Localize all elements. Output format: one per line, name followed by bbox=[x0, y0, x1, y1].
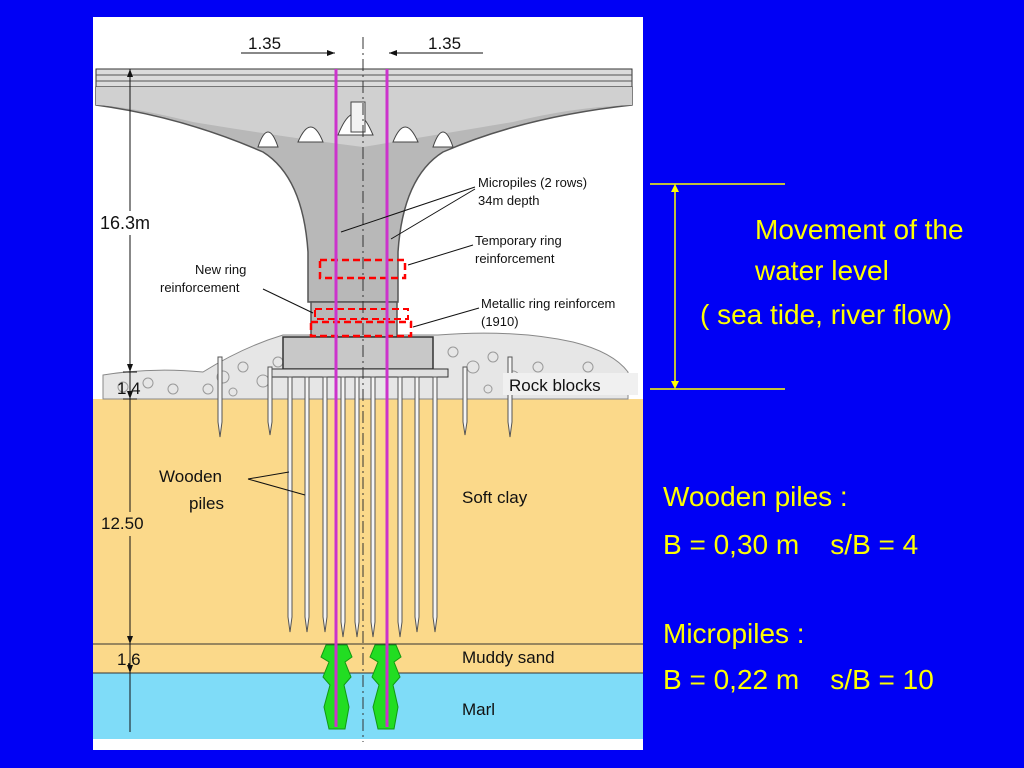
marl-label: Marl bbox=[462, 700, 495, 719]
water-level-marker bbox=[650, 183, 785, 390]
micropiles-callout-1: Micropiles (2 rows) bbox=[478, 175, 587, 190]
temporary-ring bbox=[318, 258, 407, 280]
metallic-ring-callout-2: (1910) bbox=[481, 314, 519, 329]
soft-clay-layer bbox=[93, 399, 643, 644]
metallic-ring bbox=[309, 320, 413, 338]
height-clay-label: 12.50 bbox=[101, 514, 144, 533]
micropiles-title: Micropiles : bbox=[663, 618, 805, 649]
water-level-text-1: Movement of the bbox=[755, 214, 964, 245]
muddy-sand-label: Muddy sand bbox=[462, 648, 555, 667]
muddy-sand-layer bbox=[93, 644, 643, 673]
dim-left-label: 1.35 bbox=[248, 34, 281, 53]
water-level-text-3: ( sea tide, river flow) bbox=[700, 299, 953, 330]
wooden-piles-title: Wooden piles : bbox=[663, 481, 848, 512]
pile-cap bbox=[282, 336, 434, 370]
micropiles-values: B = 0,22 m s/B = 10 bbox=[663, 664, 934, 695]
micropiles-callout-2: 34m depth bbox=[478, 193, 539, 208]
soft-clay-label: Soft clay bbox=[462, 488, 528, 507]
water-level-text-2: water level bbox=[755, 255, 889, 286]
wooden-piles-callout-2: piles bbox=[189, 494, 224, 513]
marl-layer bbox=[93, 673, 643, 739]
dim-right-label: 1.35 bbox=[428, 34, 461, 53]
new-ring-callout-2: reinforcement bbox=[160, 280, 240, 295]
wooden-piles-values: B = 0,30 m s/B = 4 bbox=[663, 529, 919, 560]
metallic-ring-callout-1: Metallic ring reinforcem bbox=[481, 296, 615, 311]
wooden-piles bbox=[217, 356, 513, 638]
pile-foundation-diagram: 1.35 1.35 16.3m 1.4 12.50 1.6 Micropiles… bbox=[93, 17, 643, 750]
temp-ring-callout-2: reinforcement bbox=[475, 251, 555, 266]
height-muddy-label: 1.6 bbox=[117, 650, 141, 669]
temp-ring-callout-1: Temporary ring bbox=[475, 233, 562, 248]
diagram-svg: 1.35 1.35 16.3m 1.4 12.50 1.6 Micropiles… bbox=[93, 34, 643, 742]
height-total-label: 16.3m bbox=[100, 213, 150, 233]
bridge-deck bbox=[95, 68, 633, 88]
wooden-piles-callout-1: Wooden bbox=[159, 467, 222, 486]
new-ring-callout-1: New ring bbox=[195, 262, 246, 277]
new-ring bbox=[314, 308, 409, 320]
height-rock-label: 1.4 bbox=[117, 379, 141, 398]
rock-blocks-label: Rock blocks bbox=[509, 376, 601, 395]
